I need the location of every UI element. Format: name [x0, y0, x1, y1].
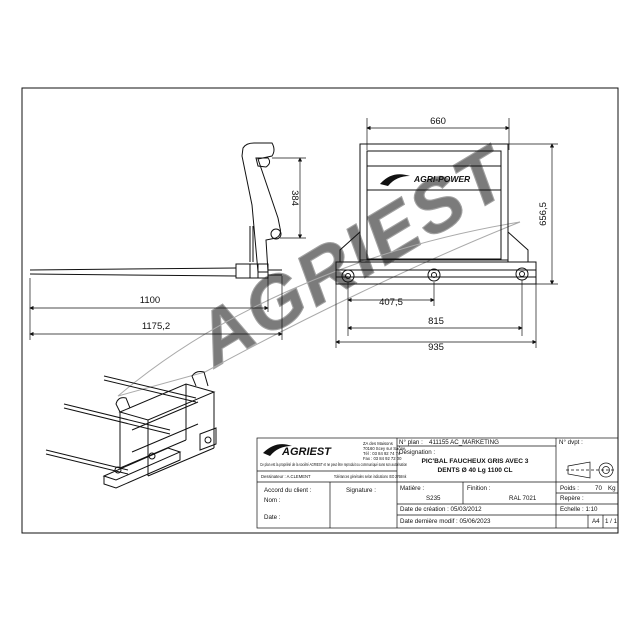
company-line-4: Fax : 03 84 92 72 00: [363, 456, 402, 461]
iso-mount-bracket: [199, 427, 217, 451]
front-view: [335, 143, 537, 285]
confidential-note: Ce plan est la propriété de la société A…: [260, 463, 407, 468]
isometric-view: [45, 371, 217, 489]
dim-side-height: 384: [289, 190, 300, 206]
company-line-2: 70160 Scey sur Saône: [363, 446, 406, 451]
created-label: Date de création : 05/03/2012: [400, 506, 482, 513]
title-block: [256, 437, 619, 529]
iso-hook-plate-left: [115, 397, 131, 413]
scale-label: Echelle : 1:10: [560, 506, 598, 513]
projection-symbol-cone: [567, 461, 591, 479]
side-tine-holder: [235, 263, 269, 279]
dim-front-width-top: 660: [430, 116, 446, 127]
front-frame-inner: [366, 150, 502, 260]
finish-value: RAL 7021: [509, 495, 537, 502]
format-value: A4: [592, 518, 600, 525]
plan-no-value: 411155 AC_MARKETING: [429, 439, 499, 446]
dim-front-half-width: 407,5: [379, 297, 403, 308]
side-tine-upper: [29, 267, 237, 271]
company-line-1: ZA des Maisons: [363, 441, 393, 446]
dim-front-width-mid: 815: [428, 316, 444, 327]
date-label: Date :: [264, 514, 281, 521]
iso-tine-holder: [102, 447, 182, 481]
iso-hook-plate-right: [191, 371, 209, 387]
dim-front-width-bottom: 935: [428, 342, 444, 353]
projection-symbol-circle-inner: [602, 466, 610, 474]
side-view: [29, 142, 282, 279]
dim-side-overall-length: 1175,2: [142, 321, 170, 332]
front-frame-outer: [359, 143, 509, 261]
signature-label: Signature :: [346, 487, 376, 494]
side-view-dimensions: [29, 157, 306, 340]
watermark-swoosh: [117, 221, 521, 397]
mark-label: Repère :: [560, 495, 584, 502]
weight-value: 70: [595, 485, 602, 492]
finish-label: Finition :: [467, 485, 491, 492]
company-line-3: Tél : 03 84 92 74 74: [363, 451, 401, 456]
iso-tine-1: [103, 375, 197, 403]
modified-label: Date dernière modif : 05/06/2023: [400, 518, 491, 525]
front-tine-center: [427, 268, 441, 282]
designer-label: Dessinateur : A.CLEMENT: [261, 474, 311, 479]
iso-tine-3: [45, 449, 129, 475]
watermark-text: AGRIEST: [179, 129, 526, 383]
sheet-border: [21, 87, 619, 534]
title-logo-text: AGRIEST: [281, 446, 332, 458]
front-tine-bar: [335, 261, 537, 285]
name-label: Nom :: [264, 497, 281, 504]
side-hook-slot: [255, 157, 271, 168]
front-frame-brand: AGRI-POWER: [380, 174, 471, 186]
agriest-logo: AGRIEST: [263, 444, 332, 458]
front-right-gusset: [507, 230, 529, 263]
plan-no-label: N° plan :: [399, 439, 423, 446]
designation-line-1: PIC'BAL FAUCHEUX GRIS AVEC 3: [422, 458, 529, 465]
weight-unit: Kg: [608, 485, 616, 492]
side-lower-pin: [270, 228, 282, 240]
front-view-dimensions: [335, 118, 558, 348]
side-tine-lower: [29, 273, 237, 277]
weight-label: Poids :: [560, 485, 579, 492]
tolerance-note: Tolérances générales selon indications I…: [334, 475, 406, 480]
material-value: S235: [426, 495, 441, 502]
agriest-logo-swoosh-icon: [263, 444, 292, 456]
agri-power-swoosh-icon: [380, 174, 410, 186]
iso-frame-top: [118, 383, 216, 421]
designation-line-2: DENTS Ø 40 Lg 1100 CL: [437, 467, 512, 474]
sheet-value: 1 / 1: [605, 518, 618, 525]
ndvpt-label: N° dvpt :: [559, 439, 583, 446]
projection-symbol-circle-outer: [598, 462, 614, 478]
material-label: Matière :: [400, 485, 424, 492]
side-hook-plate: [241, 142, 281, 273]
dim-side-tine-length: 1100: [140, 295, 160, 306]
dim-front-height: 656,5: [538, 202, 549, 226]
designation-label: Désignation :: [399, 449, 435, 456]
frame-logo-text: AGRI-POWER: [413, 174, 471, 184]
client-agreement-label: Accord du client :: [264, 487, 312, 494]
iso-tine-2: [63, 403, 171, 435]
